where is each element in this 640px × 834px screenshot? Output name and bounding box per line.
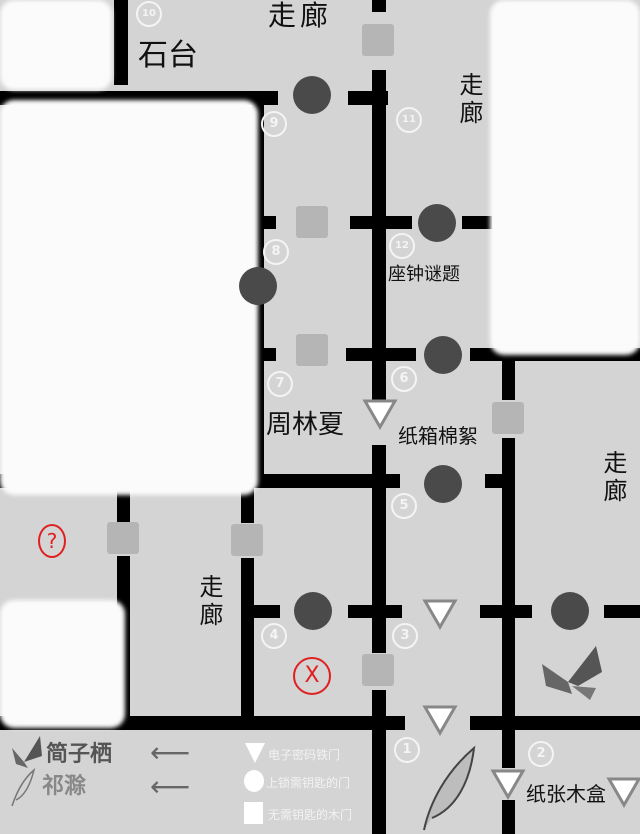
wall [114, 0, 128, 85]
erased-area [0, 100, 258, 495]
feather-icon [11, 768, 36, 807]
room-number-9: 9 [261, 111, 287, 137]
wood-door[interactable] [231, 524, 263, 556]
locked-door[interactable] [418, 204, 456, 242]
room-label-zhou-linxia: 周林夏 [266, 410, 345, 440]
circle-icon [244, 770, 264, 792]
locked-door[interactable] [424, 465, 462, 503]
erased-area [0, 0, 112, 90]
room-label-corridor: 走廊 [599, 450, 627, 506]
room-label-stone-platform: 石台 [138, 38, 198, 73]
wall [117, 488, 130, 523]
wood-door[interactable] [362, 654, 394, 686]
wall [480, 605, 532, 618]
room-number-7: 7 [267, 371, 293, 397]
wood-door[interactable] [296, 206, 328, 238]
wall [372, 0, 386, 12]
wall [604, 605, 640, 618]
room-number-5: 5 [391, 493, 417, 519]
room-number-6: 6 [391, 366, 417, 392]
wood-door[interactable] [107, 522, 139, 554]
room-label-corridor: 走廊 [195, 574, 223, 630]
room-number-11: 11 [396, 107, 422, 133]
locked-door[interactable] [424, 336, 462, 374]
room-number-1: 1 [394, 737, 420, 763]
erased-area [490, 0, 640, 355]
room-number-8: 8 [263, 239, 289, 265]
wall [348, 605, 402, 618]
wall [258, 216, 276, 229]
iron-door-triangle-icon[interactable] [362, 398, 398, 430]
wall [502, 355, 515, 400]
room-number-10: 10 [136, 1, 162, 27]
wall [502, 438, 515, 768]
question-mark: ? [46, 529, 58, 553]
iron-door-triangle-icon[interactable] [422, 704, 458, 736]
room-label-clock-puzzle: 座钟谜题 [388, 264, 460, 285]
wall [241, 488, 254, 523]
wall [350, 216, 412, 229]
wall [470, 716, 640, 730]
triangle-icon [245, 743, 265, 763]
wall [241, 558, 254, 728]
butterfly-icon [542, 646, 602, 700]
wood-door[interactable] [362, 24, 394, 56]
locked-door[interactable] [294, 592, 332, 630]
iron-door-triangle-icon[interactable] [422, 598, 458, 630]
room-number-12: 12 [389, 233, 415, 259]
room-label-paper-wood-box: 纸张木盒 [526, 782, 606, 806]
legend-character-name: 简子栖 [46, 742, 113, 767]
room-number-2: 2 [528, 741, 554, 767]
wall [372, 70, 386, 400]
room-label-corridor: 走廊 [268, 0, 333, 32]
legend-label-iron-door: 电子密码铁门 [268, 748, 341, 762]
iron-door-triangle-icon[interactable] [606, 776, 640, 808]
wall [248, 605, 280, 618]
wall [372, 690, 386, 834]
legend-label-wood-door: 无需钥匙的木门 [268, 808, 353, 822]
wall [462, 216, 492, 229]
erased-area [0, 600, 125, 728]
wall [258, 348, 276, 361]
wood-door[interactable] [296, 334, 328, 366]
locked-door[interactable] [293, 76, 331, 114]
cross-marker: X [293, 657, 331, 695]
iron-door-triangle-icon[interactable] [490, 768, 526, 800]
wall [502, 800, 515, 834]
legend-character-name: 祁滁 [42, 774, 87, 799]
feather-icon [423, 745, 476, 831]
wall [346, 348, 416, 361]
locked-door[interactable] [551, 592, 589, 630]
question-marker: ? [38, 524, 66, 558]
wood-door[interactable] [492, 402, 524, 434]
wall [372, 445, 386, 653]
room-label-corridor: 走廊 [455, 72, 483, 128]
cross-mark: X [304, 663, 320, 688]
legend-arrow: ⟵ [150, 770, 191, 803]
butterfly-icon [12, 736, 42, 768]
legend-arrow: ⟵ [150, 736, 191, 769]
room-label-carton-cotton: 纸箱棉絮 [398, 424, 478, 448]
square-icon [244, 802, 263, 824]
legend-label-locked-door: 上锁需钥匙的门 [266, 776, 351, 790]
room-number-3: 3 [392, 623, 418, 649]
wall [348, 91, 388, 105]
room-number-4: 4 [261, 623, 287, 649]
locked-door[interactable] [239, 267, 277, 305]
wall [485, 474, 515, 488]
